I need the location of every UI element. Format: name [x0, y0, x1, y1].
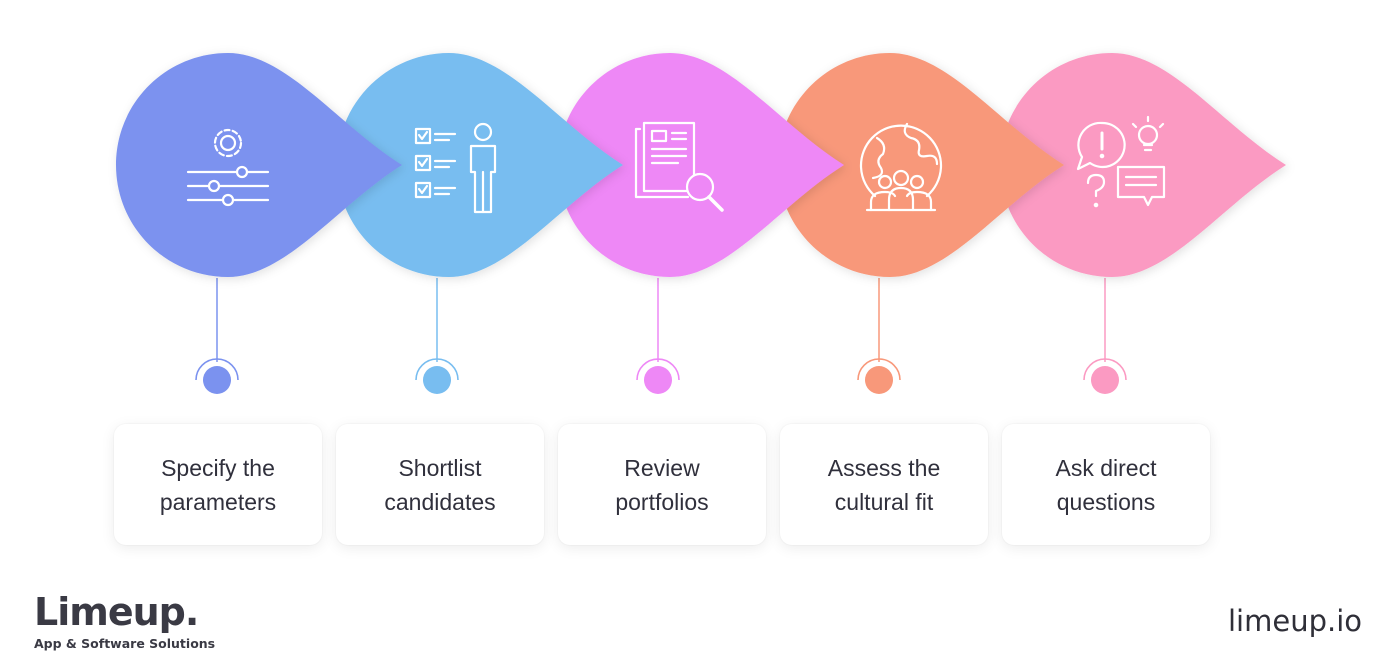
step-dot-arc	[1083, 358, 1127, 381]
logo-tagline: App & Software Solutions	[34, 636, 216, 651]
website-url: limeup.io	[1227, 604, 1362, 638]
step-dot	[203, 366, 231, 394]
step-arrow-4	[778, 53, 1064, 277]
step-label: Specify the parameters	[159, 454, 277, 515]
globe-people-icon	[859, 122, 943, 212]
step-card-4: Assess the cultural fit	[780, 424, 988, 545]
step-card-3: Review portfolios	[558, 424, 766, 545]
logo-wordmark: Limeup.	[34, 590, 199, 634]
step-arrow-2	[337, 53, 623, 277]
step-label: Review portfolios	[615, 454, 709, 515]
step-dot-arc	[636, 358, 680, 381]
process-diagram	[116, 53, 1286, 394]
step-card-2: Shortlist candidates	[336, 424, 544, 545]
step-arrow-3	[558, 53, 844, 277]
step-dot	[865, 366, 893, 394]
step-dot	[423, 366, 451, 394]
step-dot	[1091, 366, 1119, 394]
step-arrow-5	[1000, 53, 1286, 277]
question-chat-icon	[1076, 115, 1166, 208]
checklist-person-icon	[414, 122, 497, 214]
step-label: Ask direct questions	[1055, 454, 1157, 515]
step-arrow-1	[116, 53, 402, 277]
step-label: Shortlist candidates	[384, 454, 496, 515]
step-card-1: Specify the parameters	[114, 424, 322, 545]
step-card-5: Ask direct questions	[1002, 424, 1210, 545]
step-dot-arc	[195, 358, 239, 381]
step-label: Assess the cultural fit	[827, 454, 941, 515]
company-logo: Limeup. App & Software Solutions	[34, 590, 215, 651]
step-dot	[644, 366, 672, 394]
step-dot-arc	[857, 358, 901, 381]
settings-sliders-icon	[186, 128, 270, 207]
document-search-icon	[634, 121, 724, 212]
step-dot-arc	[415, 358, 459, 381]
